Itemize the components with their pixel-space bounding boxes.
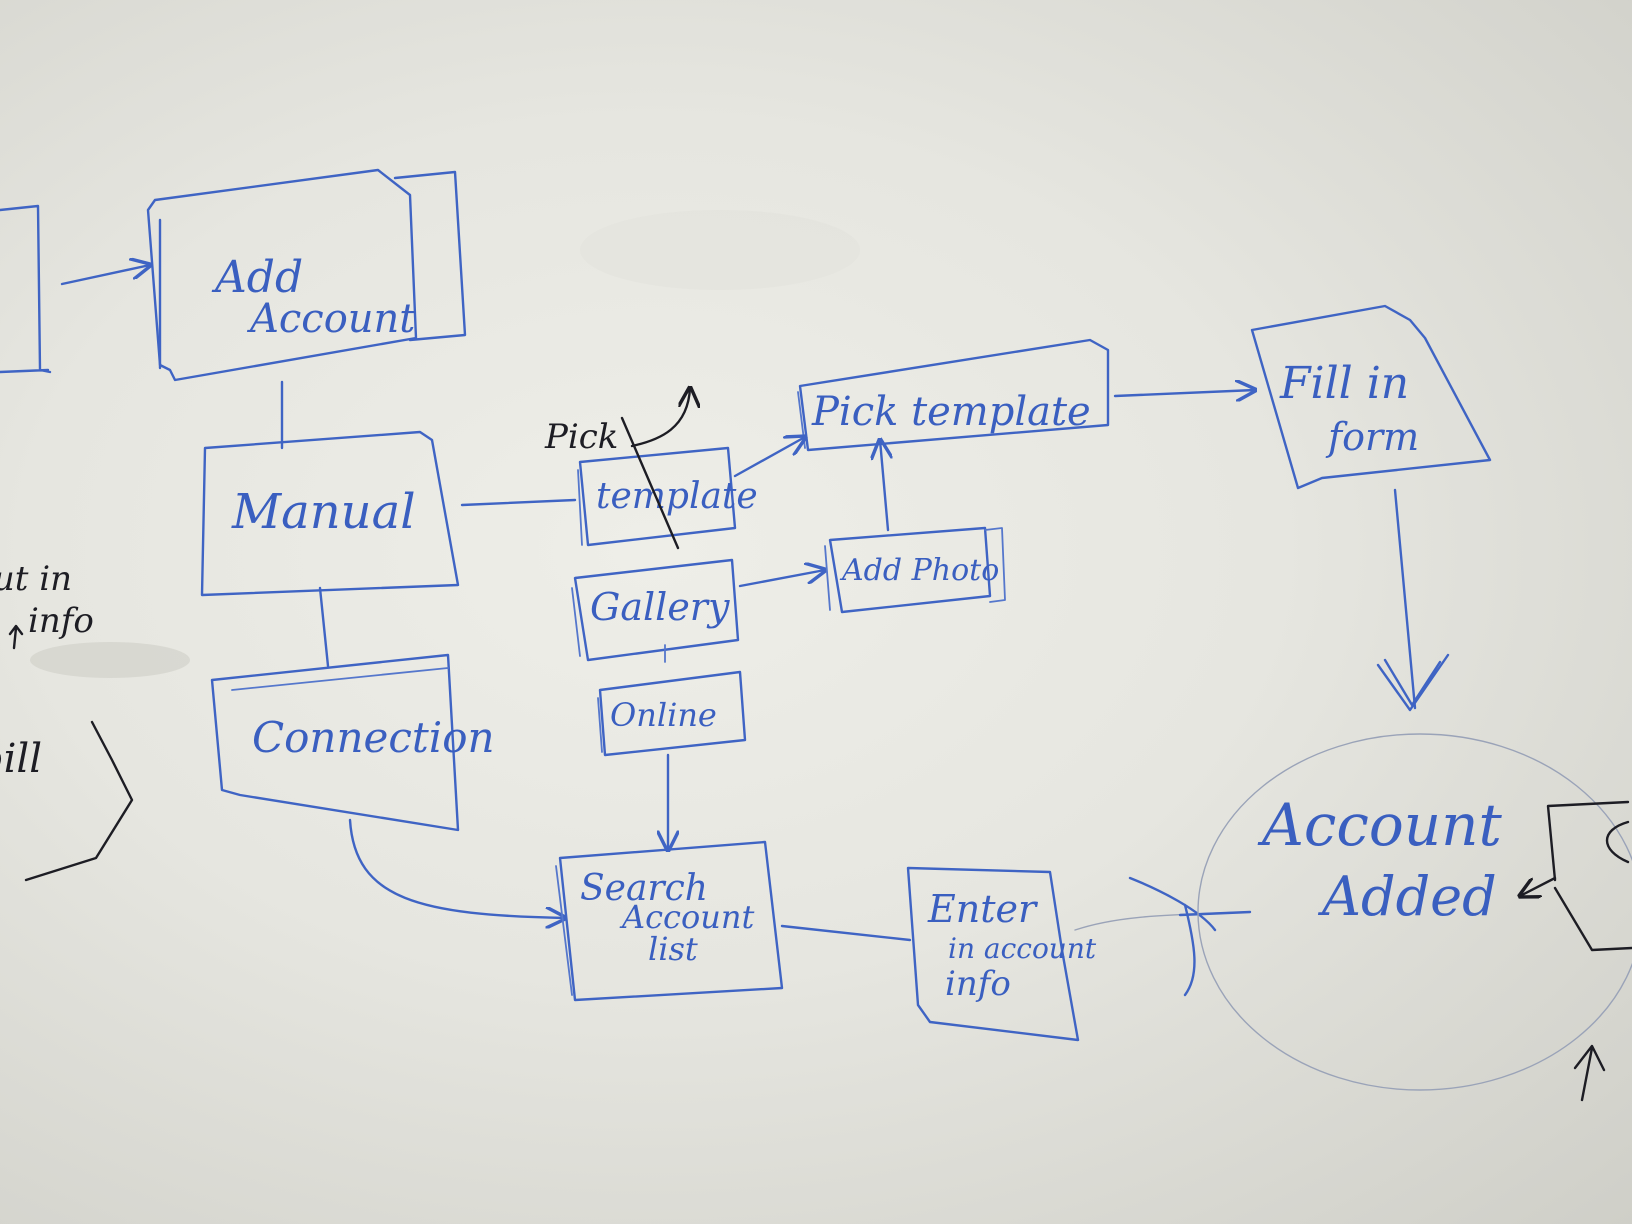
pick-curved-arrow [630,388,690,448]
add-account-label-line1: Add [211,252,303,303]
right-bottom-up-arrow [1573,1044,1606,1102]
manual-box: Manual [200,430,460,597]
right-arrow-into-account-added [1520,876,1557,896]
enter-info-label-line2: in account [948,932,1097,965]
add-photo-label: Add Photo [839,553,999,588]
fill-in-form-box: Fill in form [1250,304,1492,490]
template-box: template [577,416,758,550]
pick-template-label: Pick template [811,389,1091,435]
enter-account-info-box: Enter in account info [906,866,1097,1042]
connection-label: Connection [252,713,495,762]
right-partial-shape [1606,820,1630,864]
edge-left-to-add-account [60,265,150,286]
note-bill: bill [0,736,42,782]
template-strike [620,416,680,550]
edge-search-to-enter-info [780,924,912,942]
fill-in-form-label-line2: form [1325,415,1419,459]
search-label-line2: Account [619,898,754,936]
partial-left-box [0,204,52,374]
fill-in-form-label-line1: Fill in [1279,358,1409,409]
note-info: info [28,601,94,641]
board-smudges [30,210,860,678]
pick-note-label: Pick [544,417,618,457]
edge-enter-info-to-account-added [1074,876,1252,997]
gallery-label: Gallery [590,585,730,629]
manual-label: Manual [231,484,416,540]
left-notes: Put in info bill [0,559,134,882]
template-label: template [596,476,758,517]
edge-gallery-to-add-photo [738,570,825,588]
online-label: Online [610,696,717,734]
enter-info-label-line1: Enter [927,887,1039,931]
enter-info-label-line3: info [945,964,1011,1004]
add-account-label-line2: Account [246,296,416,342]
add-account-box: Add Account [146,168,467,382]
pick-template-box: Pick template [797,338,1110,452]
account-added-label-line2: Added [1317,865,1497,928]
search-label-line1: Search [580,868,708,909]
account-added-node: Account Added [1197,733,1632,1091]
search-label-line3: list [648,930,698,968]
connection-box: Connection [210,653,495,832]
pick-note: Pick [544,388,690,457]
search-account-list-box: Search Account list [555,840,784,1002]
note-brace [24,720,134,882]
note-put-in: Put in [0,559,72,599]
edge-pick-template-to-fill-in-form [1113,390,1255,396]
gallery-box: Gallery [571,558,740,662]
edge-manual-to-connection [318,586,330,668]
account-added-label-line1: Account [1257,791,1502,859]
edge-add-photo-to-pick-template [880,440,888,532]
edge-fill-in-form-to-account-added [1376,488,1450,712]
online-box: Online [597,670,747,757]
edge-connection-to-search [348,818,565,918]
edge-manual-to-template [460,498,577,507]
right-partial-box [1546,800,1632,952]
note-up-arrow [8,624,24,650]
add-photo-box: Add Photo [824,526,1006,614]
right-partial-items [1520,800,1632,1102]
edge-template-to-pick-template [733,437,805,478]
